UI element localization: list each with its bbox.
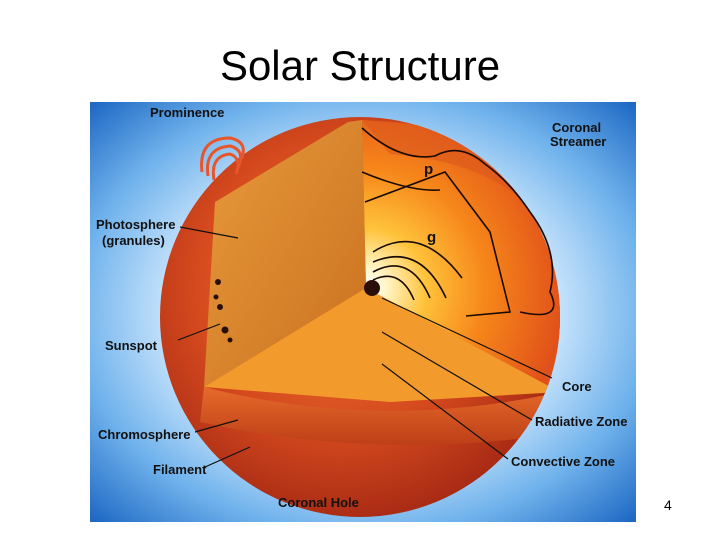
label-coronal-hole: Coronal Hole <box>278 495 359 510</box>
page-number: 4 <box>664 497 672 513</box>
label-granules: (granules) <box>102 233 165 248</box>
leader-lines <box>177 226 553 468</box>
label-filament: Filament <box>153 462 207 477</box>
label-p-mode: p <box>424 161 433 178</box>
photosphere-face <box>204 120 366 387</box>
label-sunspot: Sunspot <box>105 338 158 353</box>
slide-title: Solar Structure <box>219 42 501 89</box>
convective-band <box>362 120 560 242</box>
core-center <box>364 280 380 296</box>
chromosphere-band <box>200 387 560 445</box>
lower-cut-face <box>204 288 560 402</box>
prominence-loops <box>200 136 245 181</box>
label-prominence: Prominence <box>150 105 224 120</box>
label-g-mode: g <box>427 229 436 246</box>
label-photosphere: Photosphere <box>96 217 175 232</box>
label-coronal-streamer-2: Streamer <box>550 134 606 149</box>
label-chromosphere: Chromosphere <box>98 427 190 442</box>
label-core: Core <box>562 379 592 394</box>
sunspots <box>213 279 233 343</box>
label-convective-zone: Convective Zone <box>511 454 615 469</box>
label-coronal-streamer-1: Coronal <box>552 120 601 135</box>
label-radiative-zone: Radiative Zone <box>535 414 627 429</box>
solar-structure-diagram: Prominence Coronal Streamer Photosphere … <box>90 102 636 522</box>
oscillation-modes <box>361 127 555 317</box>
